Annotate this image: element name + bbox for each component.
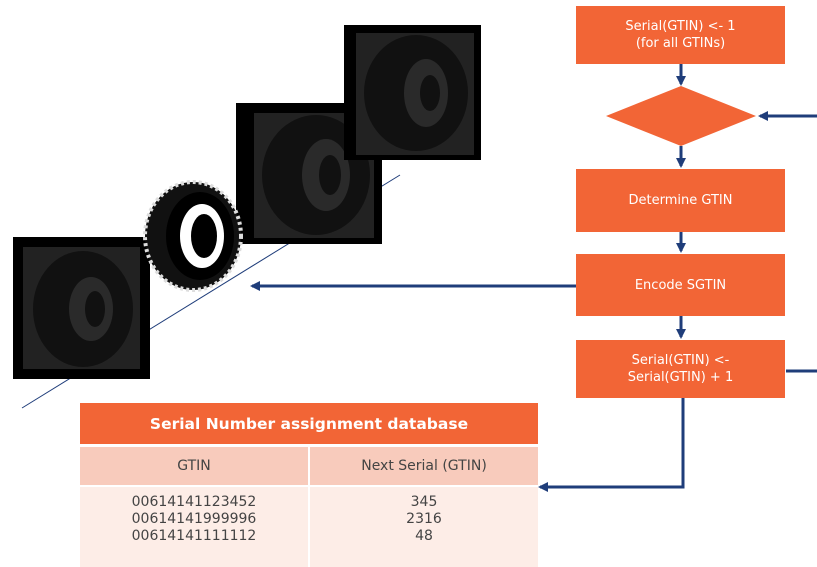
database-title: Serial Number assignment database <box>80 403 538 444</box>
increment-serial-box: Serial(GTIN) <- Serial(GTIN) + 1 <box>576 340 785 398</box>
tire-icon <box>262 115 370 235</box>
tire-image-3 <box>344 25 481 160</box>
tire-image-1 <box>13 237 150 379</box>
table-cell-next-serial: 48 <box>415 528 433 544</box>
table-cell-next-serial: 2316 <box>406 511 442 527</box>
decision-diamond <box>606 86 756 146</box>
table-cell-gtin: 00614141111112 <box>131 528 257 544</box>
column-header-gtin: GTIN <box>80 447 308 485</box>
determine-gtin-box: Determine GTIN <box>576 169 785 232</box>
table-cell-gtin: 00614141123452 <box>131 494 257 510</box>
tire-icon <box>33 251 133 367</box>
tire-icon <box>364 35 468 151</box>
table-cell-next-serial: 345 <box>410 494 438 510</box>
table-cell-gtin: 00614141999996 <box>131 511 257 527</box>
encode-sgtin-box: Encode SGTIN <box>576 254 785 316</box>
gtin-column: 00614141123452 00614141999996 0061414111… <box>80 487 308 567</box>
tagged-tire-icon <box>143 180 243 292</box>
tire-image-2 <box>236 103 382 244</box>
init-serial-box: Serial(GTIN) <- 1 (for all GTINs) <box>576 6 785 64</box>
arrow-increment-to-database <box>538 398 685 492</box>
next-serial-column: 345 2316 48 <box>310 487 538 567</box>
column-header-next-serial: Next Serial (GTIN) <box>310 447 538 485</box>
